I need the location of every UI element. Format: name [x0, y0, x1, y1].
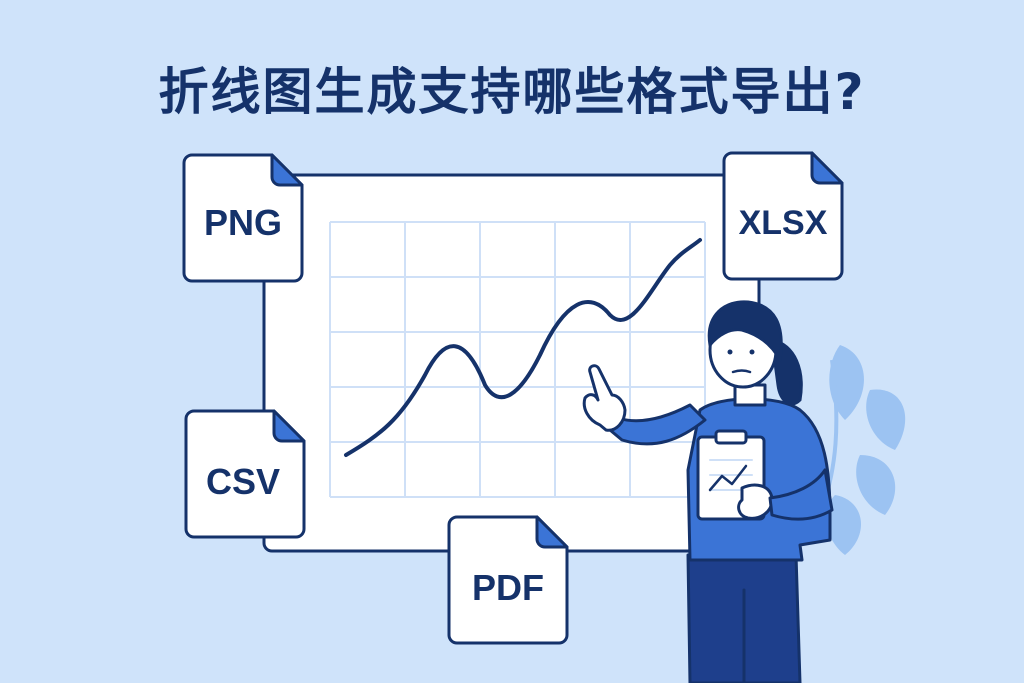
png-label: PNG [204, 202, 282, 243]
pointing-hand [582, 364, 627, 432]
csv-format-card[interactable]: CSV [184, 409, 306, 539]
pdf-label: PDF [472, 567, 544, 608]
holding-hand [737, 483, 774, 520]
png-format-card[interactable]: PNG [182, 153, 304, 283]
xlsx-label: XLSX [739, 204, 828, 242]
document-icon [447, 515, 569, 645]
page-title: 折线图生成支持哪些格式导出? [158, 63, 866, 121]
xlsx-format-card[interactable]: XLSX [722, 151, 844, 281]
pdf-format-card[interactable]: PDF [447, 515, 569, 645]
document-icon [182, 153, 304, 283]
line-chart-board [262, 173, 761, 553]
csv-label: CSV [206, 461, 280, 502]
hair [707, 300, 783, 362]
document-icon [722, 151, 844, 281]
document-icon [184, 409, 306, 539]
trend-line [344, 238, 702, 457]
person-illustration [582, 300, 834, 683]
